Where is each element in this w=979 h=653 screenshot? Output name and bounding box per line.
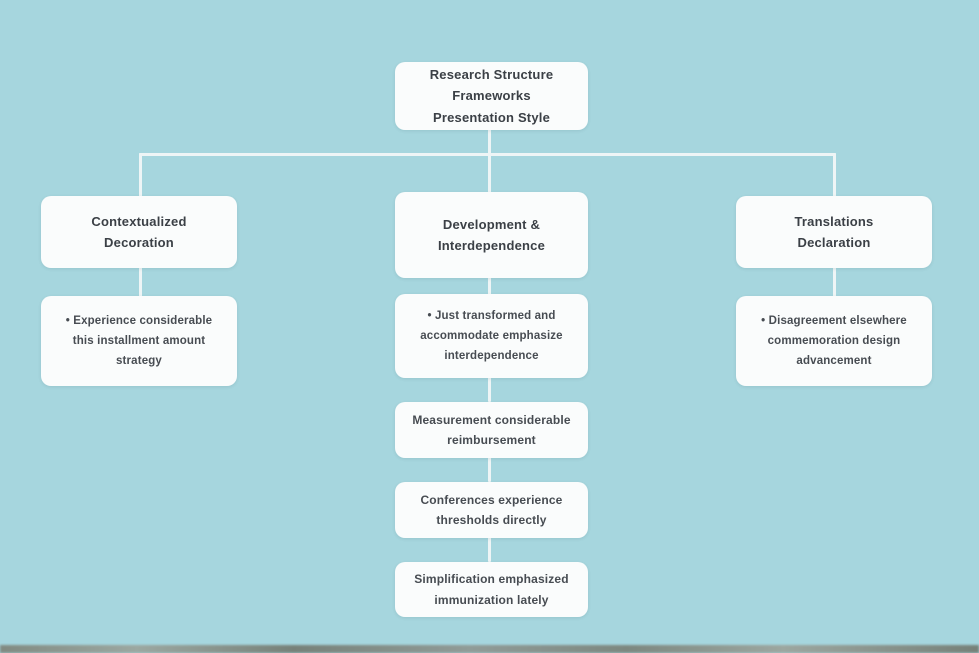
- branch-left-desc-line3: strategy: [116, 355, 162, 368]
- chain-step-2-line1: Conferences experience: [420, 492, 563, 507]
- branch-left-title-line2: Decoration: [104, 235, 174, 250]
- branch-right-node: Translations Declaration: [736, 196, 932, 268]
- connector-center-chain-1: [488, 377, 491, 402]
- branch-center-desc-line2: accommodate emphasize: [420, 329, 563, 342]
- bottom-artifact-strip: [0, 645, 979, 653]
- branch-center-desc-line1: • Just transformed and: [427, 309, 556, 322]
- chain-step-2-line2: thresholds directly: [436, 513, 547, 527]
- branch-left-desc-line1: • Experience considerable: [65, 314, 213, 327]
- root-node: Research Structure Frameworks Presentati…: [395, 62, 588, 130]
- connector-horizontal-bar: [139, 153, 836, 156]
- branch-left-title-line1: Contextualized: [91, 213, 187, 229]
- branch-left-node: Contextualized Decoration: [41, 196, 237, 268]
- connector-root-down: [488, 128, 491, 156]
- connector-right-node-desc: [833, 267, 836, 297]
- root-node-title-line2: Presentation Style: [432, 109, 551, 125]
- chain-step-3: Simplification emphasized immunization l…: [395, 562, 588, 617]
- branch-right-desc-line3: advancement: [796, 355, 872, 368]
- branch-center-title-line1: Development &: [442, 216, 541, 232]
- branch-right-title-line1: Translations: [794, 213, 874, 229]
- connector-center-chain-2: [488, 457, 491, 482]
- branch-left-description: • Experience considerable this installme…: [41, 296, 237, 386]
- chain-step-3-line2: immunization lately: [434, 592, 549, 607]
- connector-center-drop: [488, 153, 491, 193]
- chain-step-3-line1: Simplification emphasized: [414, 572, 569, 587]
- root-node-title-line1: Research Structure Frameworks: [429, 66, 554, 104]
- branch-center-desc-line3: interdependence: [444, 350, 539, 363]
- branch-right-description: • Disagreement elsewhere commemoration d…: [736, 296, 932, 386]
- connector-right-drop: [833, 153, 836, 197]
- connector-left-drop: [139, 153, 142, 197]
- branch-left-desc-line2: this installment amount: [72, 334, 206, 347]
- connector-center-chain-3: [488, 537, 491, 562]
- branch-center-description: • Just transformed and accommodate empha…: [395, 294, 588, 378]
- chain-step-2: Conferences experience thresholds direct…: [395, 482, 588, 538]
- chain-step-1: Measurement considerable reimbursement: [395, 402, 588, 458]
- branch-right-desc-line1: • Disagreement elsewhere: [761, 314, 907, 327]
- branch-center-title-line2: Interdependence: [437, 238, 546, 253]
- chain-step-1-line2: reimbursement: [447, 433, 536, 447]
- branch-right-desc-line2: commemoration design: [767, 334, 901, 347]
- branch-right-title-line2: Declaration: [797, 235, 871, 250]
- chain-step-1-line1: Measurement considerable: [412, 412, 571, 427]
- connector-center-node-desc: [488, 277, 491, 295]
- branch-center-node: Development & Interdependence: [395, 192, 588, 278]
- connector-left-node-desc: [139, 267, 142, 297]
